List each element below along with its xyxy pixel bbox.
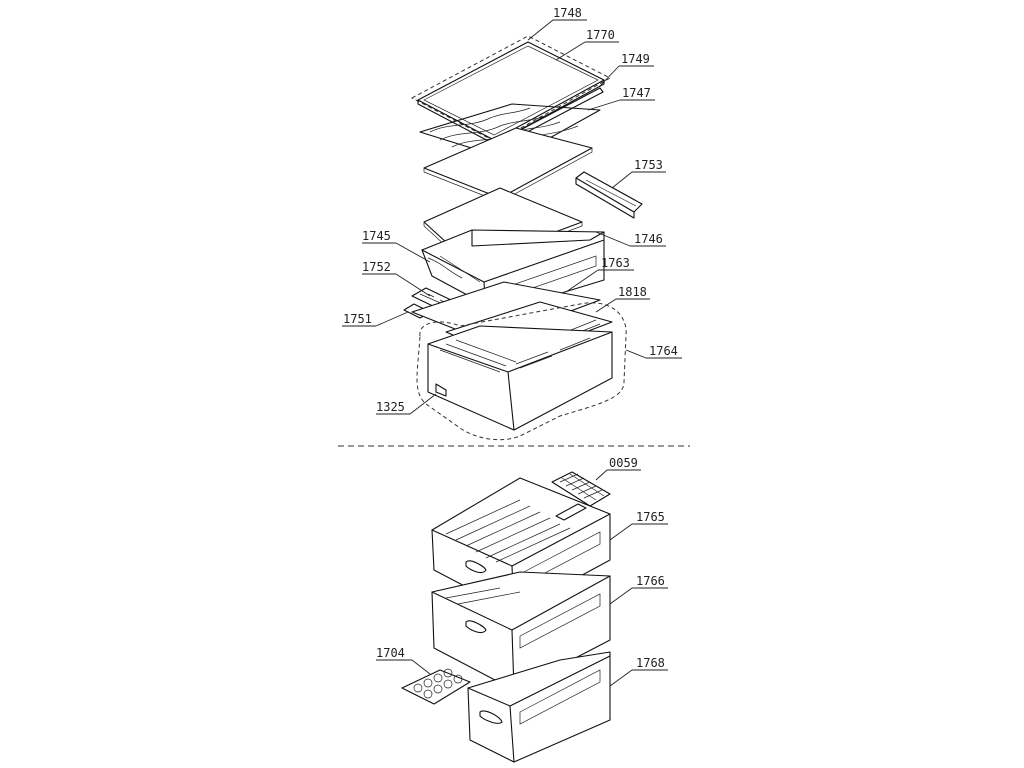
egg-tray-1704 — [401, 668, 471, 705]
freezer-drawer-1764 — [427, 325, 613, 431]
label-1770: 1770 — [555, 28, 619, 61]
label-1753: 1753 — [611, 158, 666, 189]
label-1752: 1752 — [362, 260, 431, 297]
svg-text:0059: 0059 — [609, 456, 638, 470]
side-rail-1753 — [575, 171, 643, 219]
label-0059: 0059 — [595, 456, 641, 481]
svg-text:1763: 1763 — [601, 256, 630, 270]
label-1751: 1751 — [342, 311, 409, 327]
glass-plate-upper — [423, 127, 593, 199]
svg-text:1748: 1748 — [553, 6, 582, 20]
label-1766: 1766 — [609, 574, 668, 605]
label-1818: 1818 — [595, 285, 650, 313]
drawer-1768 — [467, 651, 611, 763]
label-1748: 1748 — [527, 6, 587, 41]
label-1704: 1704 — [376, 646, 431, 675]
svg-text:1747: 1747 — [622, 86, 651, 100]
label-1765: 1765 — [609, 510, 668, 541]
group-outline-1770 — [410, 35, 612, 143]
svg-text:1752: 1752 — [362, 260, 391, 274]
svg-text:1766: 1766 — [636, 574, 665, 588]
tray-0059 — [551, 471, 611, 507]
svg-text:1745: 1745 — [362, 229, 391, 243]
svg-text:1765: 1765 — [636, 510, 665, 524]
svg-text:1764: 1764 — [649, 344, 678, 358]
svg-text:1325: 1325 — [376, 400, 405, 414]
label-1763: 1763 — [565, 256, 634, 293]
svg-text:1770: 1770 — [586, 28, 615, 42]
label-1749: 1749 — [599, 52, 654, 87]
label-1746: 1746 — [595, 231, 666, 247]
svg-text:1753: 1753 — [634, 158, 663, 172]
label-1745: 1745 — [362, 229, 431, 263]
svg-text:1749: 1749 — [621, 52, 650, 66]
label-1325: 1325 — [376, 393, 437, 415]
crisper-drawer-1745 — [421, 229, 605, 317]
svg-text:1751: 1751 — [343, 312, 372, 326]
label-1747: 1747 — [587, 86, 655, 111]
svg-text:1704: 1704 — [376, 646, 405, 660]
glass-shelf-1748 — [417, 41, 605, 145]
svg-text:1818: 1818 — [618, 285, 647, 299]
svg-text:1768: 1768 — [636, 656, 665, 670]
label-1768: 1768 — [609, 656, 668, 687]
svg-text:1746: 1746 — [634, 232, 663, 246]
label-1764: 1764 — [625, 344, 682, 359]
